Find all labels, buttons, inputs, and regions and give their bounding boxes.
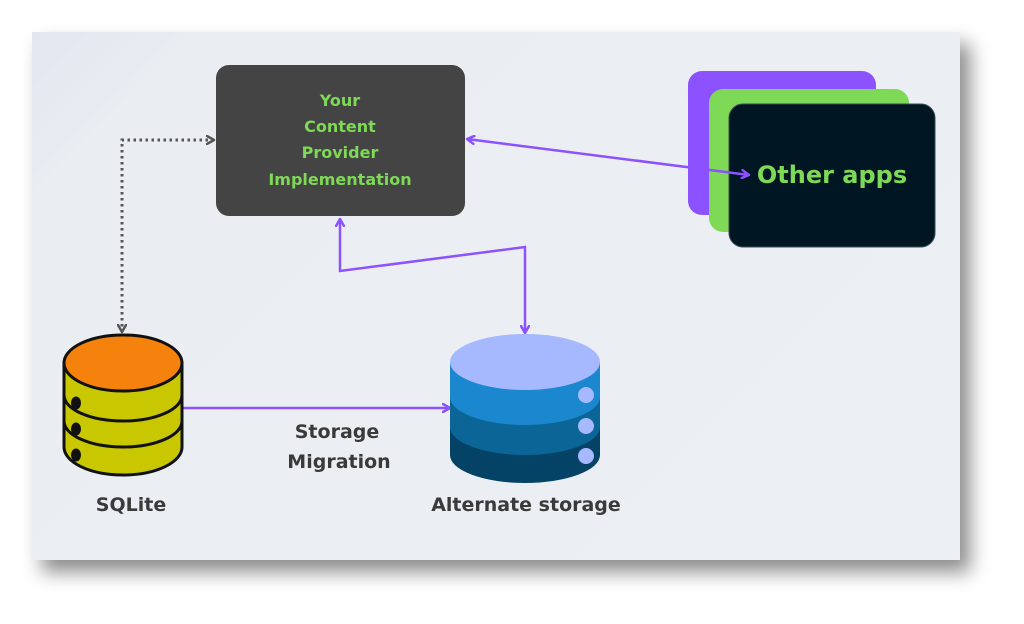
other-apps-label: Other apps (757, 161, 907, 189)
alternate-storage-database-icon (450, 334, 600, 483)
alternate-storage-label: Alternate storage (431, 494, 621, 516)
arrow-provider-alternate-storage (340, 219, 525, 333)
sqlite-database-icon (62, 333, 184, 477)
storage-migration-label-line-2: Migration (287, 451, 390, 473)
sqlite-label: SQLite (96, 494, 166, 516)
other-apps-node: Other apps (688, 71, 936, 248)
provider-label-line-1: Your (319, 91, 361, 110)
provider-label-line-3: Provider (302, 143, 379, 162)
content-provider-node: Your Content Provider Implementation (216, 65, 465, 216)
provider-label-line-4: Implementation (268, 170, 411, 189)
content-provider-box (216, 65, 465, 216)
storage-migration-label-line-1: Storage (295, 421, 380, 443)
arrow-provider-other-apps (467, 139, 749, 175)
dotted-arrow-provider-sqlite (122, 140, 214, 332)
provider-label-line-2: Content (304, 117, 376, 136)
